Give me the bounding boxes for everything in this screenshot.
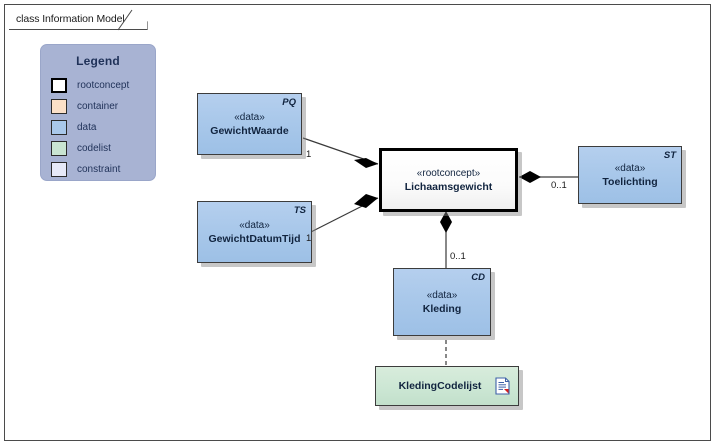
class-gewichtdatumtijd-tag: TS [293, 205, 306, 216]
multiplicity-kleding: 0..1 [450, 251, 466, 262]
class-gewichtwaarde-stereotype: «data» [234, 111, 265, 123]
legend-title: Legend [76, 54, 120, 68]
document-icon [495, 377, 510, 395]
class-gewichtdatumtijd-name: GewichtDatumTijd [208, 232, 301, 245]
legend-item-rootconcept: rootconcept [51, 76, 155, 95]
legend-label-codelist: codelist [77, 143, 111, 154]
class-lichaamsgewicht-stereotype: «rootconcept» [416, 167, 481, 179]
class-gewichtdatumtijd-stereotype: «data» [239, 219, 270, 231]
legend-panel: Legend rootconcept container data codeli… [40, 44, 156, 181]
class-kleding[interactable]: CD «data» Kleding [393, 268, 491, 336]
class-toelichting[interactable]: ST «data» Toelichting [578, 146, 682, 204]
legend-item-container: container [51, 97, 155, 116]
class-kleding-name: Kleding [422, 302, 462, 315]
class-lichaamsgewicht[interactable]: «rootconcept» Lichaamsgewicht [379, 148, 518, 212]
legend-item-codelist: codelist [51, 139, 155, 158]
legend-swatch-data [51, 120, 67, 135]
legend-swatch-container [51, 99, 67, 114]
legend-label-container: container [77, 101, 119, 112]
legend-item-constraint: constraint [51, 160, 155, 179]
class-kledingcodelijst-name: KledingCodelijst [398, 380, 482, 392]
legend-swatch-codelist [51, 141, 67, 156]
legend-list: rootconcept container data codelist cons… [41, 76, 155, 179]
class-gewichtdatumtijd[interactable]: TS «data» GewichtDatumTijd [197, 201, 312, 263]
class-toelichting-stereotype: «data» [614, 162, 646, 174]
diagram-frame-tab: class Information Model [9, 9, 148, 30]
class-gewichtwaarde[interactable]: PQ «data» GewichtWaarde [197, 93, 302, 155]
class-toelichting-name: Toelichting [602, 175, 658, 188]
legend-item-data: data [51, 118, 155, 137]
class-gewichtwaarde-tag: PQ [282, 97, 296, 108]
class-kleding-stereotype: «data» [426, 289, 458, 301]
multiplicity-gewichtwaarde: 1 [306, 149, 312, 160]
legend-label-data: data [77, 122, 97, 133]
class-toelichting-tag: ST [663, 150, 676, 161]
legend-label-constraint: constraint [77, 164, 121, 175]
class-gewichtwaarde-name: GewichtWaarde [210, 124, 289, 137]
legend-label-rootconcept: rootconcept [77, 80, 130, 91]
diagram-frame-title: class Information Model [16, 13, 125, 25]
legend-swatch-rootconcept [51, 78, 67, 93]
frame-tab-corner-icon [118, 9, 133, 31]
class-kledingcodelijst[interactable]: KledingCodelijst [375, 366, 519, 406]
legend-swatch-constraint [51, 162, 67, 177]
class-lichaamsgewicht-name: Lichaamsgewicht [404, 180, 493, 193]
multiplicity-gewichtdatumtijd: 1 [306, 233, 312, 244]
class-kleding-tag: CD [471, 272, 485, 283]
multiplicity-toelichting: 0..1 [551, 180, 567, 191]
